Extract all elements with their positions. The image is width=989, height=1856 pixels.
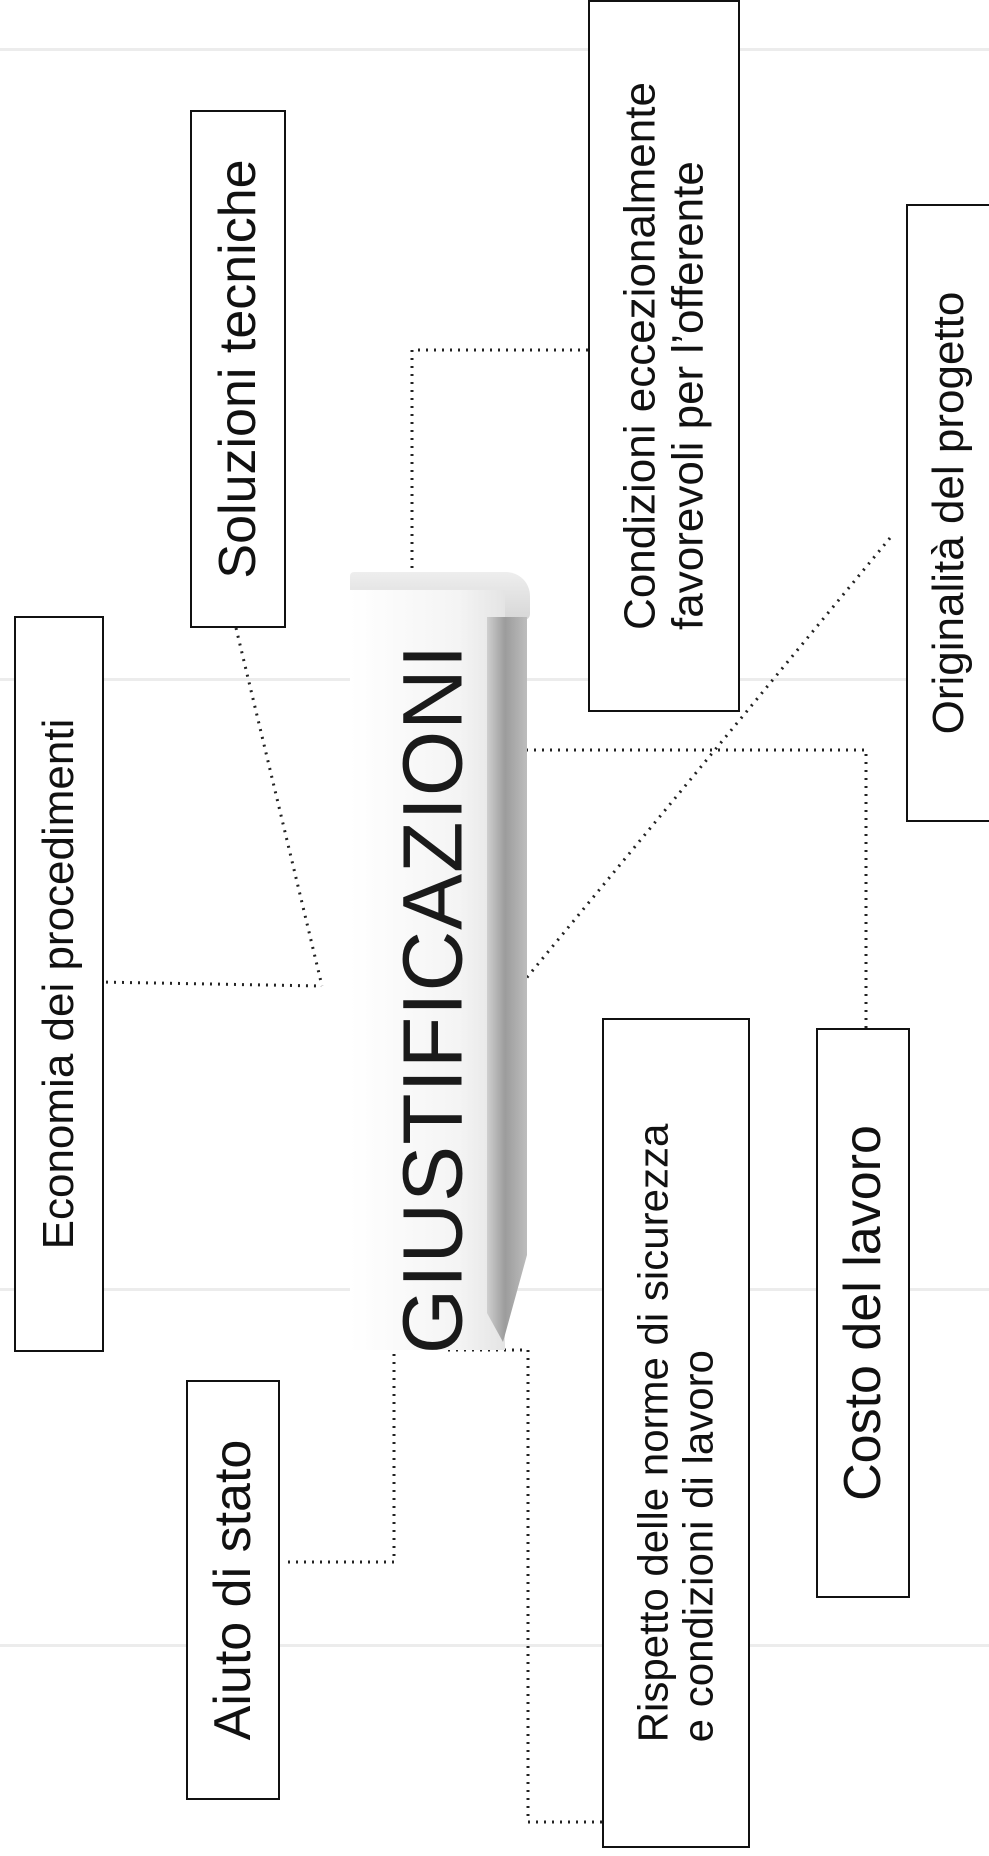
node-costo: Costo del lavoro xyxy=(816,1028,910,1598)
connector-costo xyxy=(510,748,868,1028)
node-text: Aiuto di stato xyxy=(203,1439,262,1741)
node-label: Costo del lavoro xyxy=(833,1125,892,1501)
node-rispetto: Rispetto delle norme di sicurezza e cond… xyxy=(602,1018,750,1848)
node-text: Rispetto delle norme di sicurezza xyxy=(629,1123,677,1743)
center-title: GIUSTIFICAZIONI xyxy=(385,643,479,1354)
node-text: Soluzioni tecniche xyxy=(208,159,267,579)
node-text: Originalità del progetto xyxy=(923,291,973,735)
node-label: Economia dei procedimenti xyxy=(34,718,84,1250)
connector-rispetto xyxy=(448,1348,602,1824)
pillar-shadow xyxy=(487,617,527,1342)
scan-line xyxy=(0,1644,989,1647)
node-originalita: Originalità del progetto xyxy=(906,204,989,822)
central-pillar: GIUSTIFICAZIONI xyxy=(330,572,535,1362)
connector-aiuto xyxy=(286,1346,396,1564)
scan-line xyxy=(0,48,989,51)
node-label: Soluzioni tecniche xyxy=(208,159,267,579)
node-soluzioni: Soluzioni tecniche xyxy=(190,110,286,628)
node-condizioni: Condizioni eccezionalmente favorevoli pe… xyxy=(588,0,740,712)
node-label: Aiuto di stato xyxy=(203,1439,262,1741)
pillar-front xyxy=(350,590,505,1350)
node-aiuto: Aiuto di stato xyxy=(186,1380,280,1800)
node-text: Economia dei procedimenti xyxy=(34,718,84,1250)
connector-economia xyxy=(97,980,323,988)
node-economia: Economia dei procedimenti xyxy=(14,616,104,1352)
node-label: Rispetto delle norme di sicurezza e cond… xyxy=(629,1123,722,1743)
node-text: Condizioni eccezionalmente xyxy=(615,82,665,630)
node-label: Originalità del progetto xyxy=(923,291,973,735)
connector-condizioni xyxy=(410,348,588,592)
node-text: e condizioni di lavoro xyxy=(675,1350,722,1743)
connector-soluzioni xyxy=(234,627,324,987)
node-label: Condizioni eccezionalmente favorevoli pe… xyxy=(615,82,712,630)
node-text: favorevoli per l’offerente xyxy=(663,161,712,630)
node-text: Costo del lavoro xyxy=(833,1125,892,1501)
